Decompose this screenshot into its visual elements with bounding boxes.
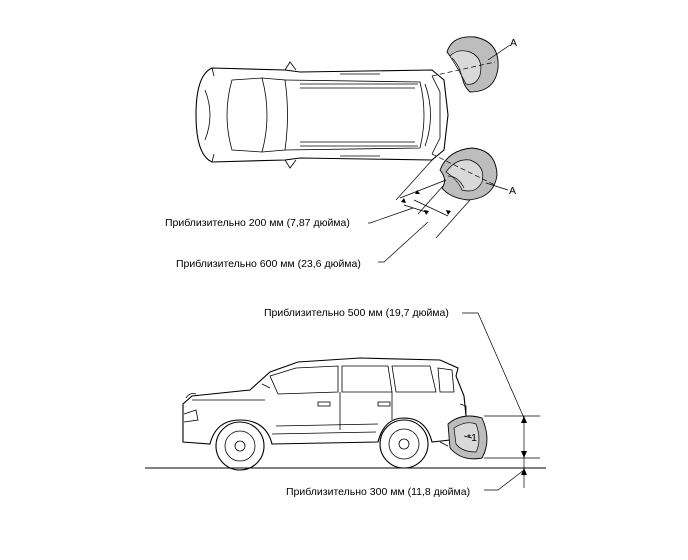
detection-zone-side [447,415,488,460]
detection-zone-lower [431,147,509,201]
rear-wheel [379,419,429,469]
label-distance-600: Приблизительно 600 мм (23,6 дюйма) [176,258,361,270]
label-height-500: Приблизительно 500 мм (19,7 дюйма) [264,307,449,319]
zone-label-a-lower: A [509,185,516,197]
top-dimension-lines [368,157,471,263]
front-wheel [215,421,265,471]
zone-label-a-upper: A [510,37,517,49]
detection-zone-upper [431,36,511,93]
vehicle-top-view [195,61,449,169]
label-distance-200: Приблизительно 200 мм (7,87 дюйма) [165,217,350,229]
note-marker: *1 [467,432,477,444]
label-height-300: Приблизительно 300 мм (11,8 дюйма) [286,486,470,498]
side-dimension-lines [462,312,540,491]
vehicle-side-view [182,357,467,447]
